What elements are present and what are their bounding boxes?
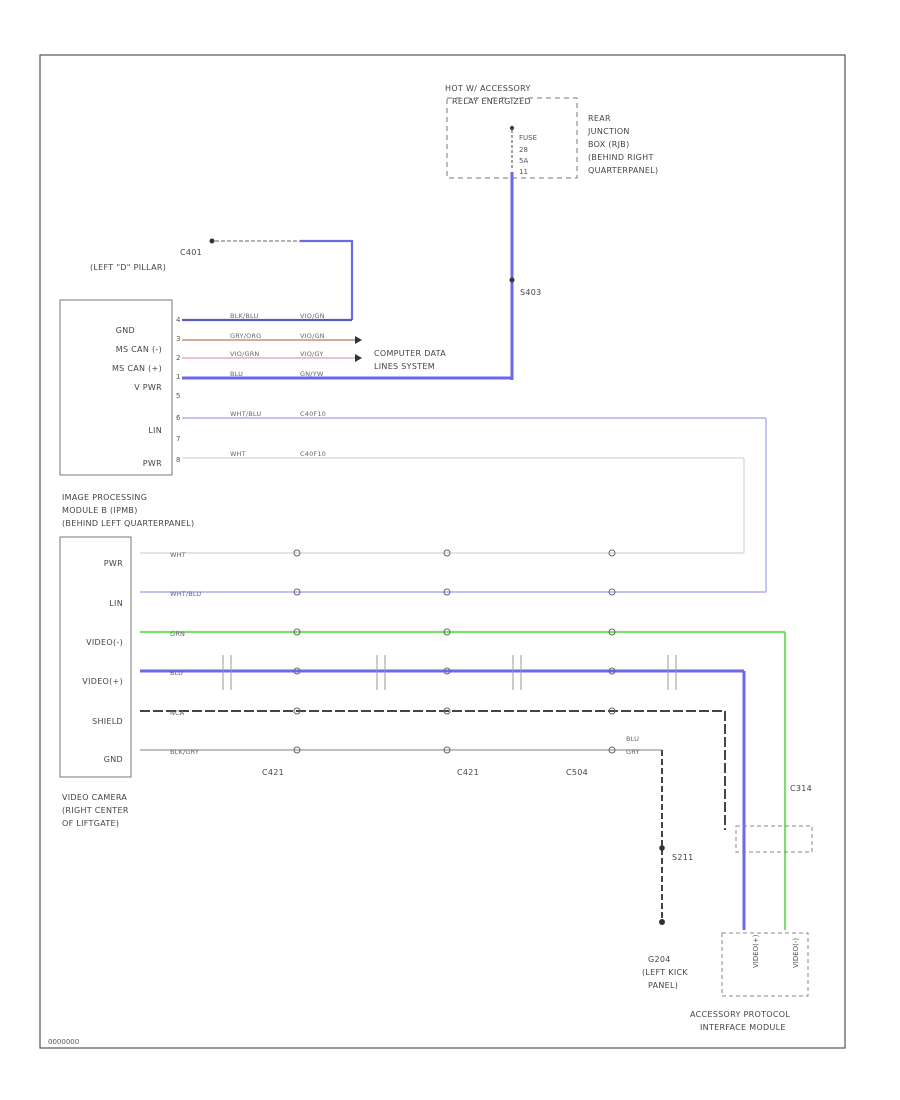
wire-label: BLU [170, 669, 183, 677]
ground-g204-id: G204 [648, 955, 671, 964]
ipmb-pin-num: 6 [176, 414, 181, 422]
apim-pin-video-neg: VIDEO(-) [792, 938, 800, 968]
ipmb-pin-gnd: GND [116, 326, 135, 335]
connector-c504: C504 [566, 768, 588, 777]
arrow-icon [355, 354, 362, 362]
wire-label: GRN [170, 630, 185, 638]
ipmb-name-line2: MODULE B (IPMB) [62, 506, 138, 515]
rjb-location-line5: QUARTERPANEL) [588, 166, 658, 175]
fuse-box: HOT W/ ACCESSORY RELAY ENERGIZED FUSE 28… [445, 84, 658, 179]
camera-pin-lin: LIN [109, 599, 123, 608]
ground-g204-location-line2: PANEL) [648, 981, 678, 990]
connector-c421-b: C421 [457, 768, 479, 777]
ipmb-name-line1: IMAGE PROCESSING [62, 493, 147, 502]
wire-label: WHT [230, 450, 246, 458]
splice-s403-label: S403 [520, 288, 542, 297]
wire-label: VIO/GRN [230, 350, 260, 358]
computer-data-lines-line1: COMPUTER DATA [374, 349, 446, 358]
ipmb-module: GND MS CAN (-) MS CAN (+) V PWR LIN PWR … [59, 299, 194, 528]
wire-label: GRY [626, 748, 640, 756]
ipmb-pin-num: 1 [176, 373, 180, 381]
ipmb-pin-num: 2 [176, 354, 180, 362]
arrow-icon [355, 336, 362, 344]
ipmb-pin-num: 4 [176, 316, 181, 324]
wire-label: WHT/BLU [230, 410, 261, 418]
wire-label: BLU [626, 735, 639, 743]
splice-s403-icon [509, 277, 515, 283]
fuse-terminal-icon [509, 125, 515, 131]
ipmb-wires: BLK/BLU VIO/GN GRY/ORG VIO/GN VIO/GRN VI… [182, 312, 767, 592]
ground-c401: C401 (LEFT "D" PILLAR) [90, 238, 354, 320]
fuse-label: FUSE [519, 134, 537, 142]
wire-label: BLK/BLU [230, 312, 258, 320]
apim-ground: S211 G204 (LEFT KICK PANEL) [642, 845, 694, 990]
video-camera-module: PWR LIN VIDEO(-) VIDEO(+) SHIELD GND VID… [59, 536, 132, 828]
apim-pin-video-pos: VIDEO(+) [752, 934, 760, 968]
wire-label: WHT/BLU [170, 590, 201, 598]
wire-label: C40F10 [300, 410, 326, 418]
camera-pin-shield: SHIELD [92, 717, 123, 726]
ipmb-pin-vpwr: V PWR [134, 383, 162, 392]
ground-c401-location: (LEFT "D" PILLAR) [90, 263, 166, 272]
wire-label: NCA [170, 709, 185, 717]
splice-s211-label: S211 [672, 853, 694, 862]
wire-label: WHT [170, 551, 186, 559]
apim-module: VIDEO(+) VIDEO(-) ACCESSORY PROTOCOL INT… [690, 825, 813, 1032]
diagram-frame [39, 54, 846, 1049]
wire-label: BLK/GRY [170, 748, 199, 756]
ipmb-pin-mscan-neg: MS CAN (-) [116, 345, 162, 354]
ground-c401-id: C401 [180, 248, 202, 257]
camera-pin-video-neg: VIDEO(-) [86, 638, 123, 647]
connector-c421-a: C421 [262, 768, 284, 777]
apim-name-line1: ACCESSORY PROTOCOL [690, 1010, 790, 1019]
camera-pin-gnd: GND [104, 755, 123, 764]
splice-s211-icon [659, 845, 665, 851]
camera-name-line1: VIDEO CAMERA [62, 793, 127, 802]
wire-label: VIO/GN [300, 332, 325, 340]
ground-g204-location-line1: (LEFT KICK [642, 968, 688, 977]
ground-terminal-icon [659, 919, 665, 925]
wire-label: C40F10 [300, 450, 326, 458]
footer-code: 0000000 [48, 1038, 79, 1046]
fuse-pin: 11 [519, 168, 528, 176]
fuse-box-title-line1: HOT W/ ACCESSORY [445, 84, 531, 93]
ipmb-pin-pwr: PWR [143, 459, 162, 468]
wire-label: VIO/GY [300, 350, 324, 358]
fuse-rating: 5A [519, 157, 528, 165]
camera-name-line2: (RIGHT CENTER [62, 806, 129, 815]
camera-name-line3: OF LIFTGATE) [62, 819, 119, 828]
ipmb-pin-num: 8 [176, 456, 180, 464]
ipmb-pin-lin: LIN [148, 426, 162, 435]
ground-terminal-icon [209, 238, 215, 244]
ipmb-pin-num: 5 [176, 392, 180, 400]
wire-label: GRY/ORG [230, 332, 261, 340]
wire-label: GN/YW [300, 370, 324, 378]
rjb-location-line2: JUNCTION [587, 127, 630, 136]
camera-pin-pwr: PWR [104, 559, 123, 568]
wire-label: BLU [230, 370, 243, 378]
ipmb-pin-num: 7 [176, 435, 180, 443]
ipmb-pin-mscan-pos: MS CAN (+) [112, 364, 162, 373]
rjb-location-line4: (BEHIND RIGHT [588, 153, 654, 162]
apim-name-line2: INTERFACE MODULE [700, 1023, 786, 1032]
wire-label: VIO/GN [300, 312, 325, 320]
connector-c314: C314 [790, 784, 812, 793]
camera-pin-video-pos: VIDEO(+) [82, 677, 123, 686]
ipmb-pin-num: 3 [176, 335, 180, 343]
fuse-number: 28 [519, 146, 528, 154]
rjb-location-line1: REAR [588, 114, 611, 123]
computer-data-lines-line2: LINES SYSTEM [374, 362, 435, 371]
camera-harness: WHT WHT/BLU GRN BLU NCA BLK/GRY C421 C42… [140, 549, 812, 930]
ipmb-name-line3: (BEHIND LEFT QUARTERPANEL) [62, 519, 194, 528]
fuse-box-title-line2: RELAY ENERGIZED [452, 97, 531, 106]
rjb-location-line3: BOX (RJB) [588, 140, 630, 149]
